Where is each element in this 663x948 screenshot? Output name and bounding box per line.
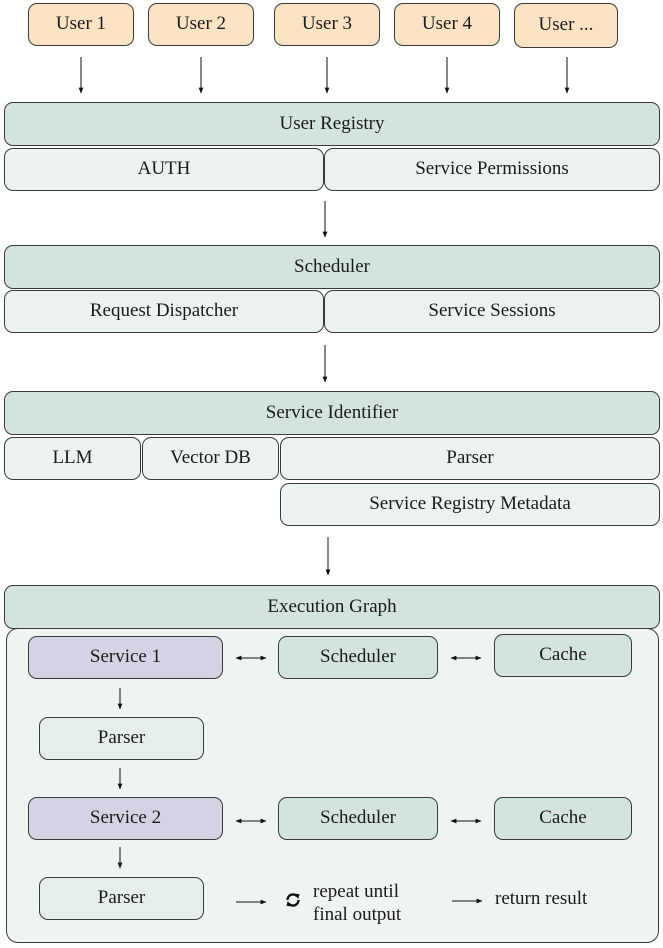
user-more-label: User ...	[538, 14, 594, 36]
llm-label: LLM	[52, 447, 93, 469]
parser-2-box: Parser	[39, 877, 204, 920]
cache-2-label: Cache	[539, 807, 587, 829]
service-permissions-box: Service Permissions	[324, 148, 660, 191]
scheduler-header: Scheduler	[4, 245, 660, 289]
scheduler-2-box: Scheduler	[278, 797, 438, 840]
user-1-label: User 1	[55, 13, 107, 35]
user-4-box: User 4	[394, 3, 500, 46]
repeat-line-1: repeat until	[313, 881, 399, 902]
user-2-box: User 2	[148, 3, 254, 46]
scheduler-1-label: Scheduler	[320, 646, 396, 668]
service-1-label: Service 1	[89, 646, 162, 668]
user-registry-title: User Registry	[279, 112, 385, 134]
service-identifier-header: Service Identifier	[4, 391, 660, 435]
auth-box: AUTH	[4, 148, 324, 191]
service-2-label: Service 2	[89, 807, 162, 829]
user-more-box: User ...	[514, 3, 618, 48]
parser-box: Parser	[280, 437, 660, 480]
llm-box: LLM	[4, 437, 141, 480]
user-4-label: User 4	[421, 13, 473, 35]
request-dispatcher-box: Request Dispatcher	[4, 290, 324, 333]
service-permissions-label: Service Permissions	[415, 158, 569, 180]
repeat-text: repeat until final output	[313, 881, 401, 927]
request-dispatcher-label: Request Dispatcher	[89, 300, 239, 322]
parser-1-label: Parser	[97, 727, 146, 749]
execution-graph-header: Execution Graph	[4, 585, 660, 629]
user-registry-header: User Registry	[4, 102, 660, 146]
user-3-box: User 3	[274, 3, 380, 46]
user-1-box: User 1	[28, 3, 134, 46]
loop-icon	[286, 893, 300, 907]
parser-1-box: Parser	[39, 717, 204, 760]
execution-graph-title: Execution Graph	[267, 595, 397, 617]
cache-1-box: Cache	[494, 634, 632, 677]
service-registry-metadata-label: Service Registry Metadata	[369, 493, 571, 515]
scheduler-2-label: Scheduler	[320, 807, 396, 829]
user-3-label: User 3	[301, 13, 353, 35]
vector-db-box: Vector DB	[142, 437, 279, 480]
service-registry-metadata-box: Service Registry Metadata	[280, 483, 660, 526]
service-sessions-box: Service Sessions	[324, 290, 660, 333]
return-result-text: return result	[495, 888, 588, 909]
auth-label: AUTH	[137, 158, 191, 180]
user-2-label: User 2	[175, 13, 227, 35]
service-sessions-label: Service Sessions	[428, 300, 556, 322]
scheduler-title: Scheduler	[294, 255, 370, 277]
service-identifier-title: Service Identifier	[265, 401, 399, 423]
cache-2-box: Cache	[494, 797, 632, 840]
cache-1-label: Cache	[539, 644, 587, 666]
parser-label: Parser	[446, 447, 494, 469]
parser-2-label: Parser	[97, 887, 146, 909]
repeat-line-2: final output	[313, 903, 402, 925]
service-1-box: Service 1	[28, 636, 223, 679]
scheduler-1-box: Scheduler	[278, 636, 438, 679]
service-2-box: Service 2	[28, 797, 223, 840]
vector-db-label: Vector DB	[170, 447, 251, 469]
